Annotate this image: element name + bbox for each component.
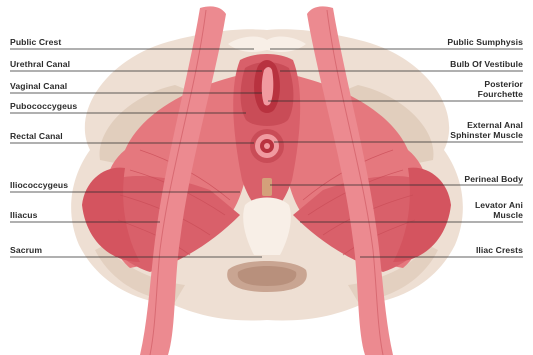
label-iliac-crests: Iliac Crests [476, 245, 523, 255]
label-posterior-fourchette-line-1: Posterior [478, 79, 523, 89]
label-pubic-crest: Public Crest [10, 37, 61, 47]
label-pubic-symphysis-line-1: Public Sumphysis [447, 37, 523, 47]
label-bulb-of-vestibule: Bulb Of Vestibule [450, 59, 523, 69]
label-external-anal-sphincter: External Anal Sphinster Muscle [450, 120, 523, 140]
label-iliococcygeus: Iliococcygeus [10, 180, 68, 190]
label-vaginal-canal: Vaginal Canal [10, 81, 67, 91]
label-perineal-body: Perineal Body [464, 174, 523, 184]
label-sacrum: Sacrum [10, 245, 42, 255]
label-posterior-fourchette-line-2: Fourchette [478, 89, 523, 99]
label-external-anal-sphincter-line-1: External Anal [450, 120, 523, 130]
label-levator-ani: Levator Ani Muscle [475, 200, 523, 220]
label-bulb-of-vestibule-line-1: Bulb Of Vestibule [450, 59, 523, 69]
label-external-anal-sphincter-line-2: Sphinster Muscle [450, 130, 523, 140]
label-iliacus: Iliacus [10, 210, 37, 220]
label-levator-ani-line-1: Levator Ani [475, 200, 523, 210]
label-rectal-canal: Rectal Canal [10, 131, 63, 141]
label-posterior-fourchette: Posterior Fourchette [478, 79, 523, 99]
label-perineal-body-line-1: Perineal Body [464, 174, 523, 184]
label-pubic-symphysis: Public Sumphysis [447, 37, 523, 47]
label-levator-ani-line-2: Muscle [475, 210, 523, 220]
label-urethral-canal: Urethral Canal [10, 59, 70, 69]
label-iliac-crests-line-1: Iliac Crests [476, 245, 523, 255]
label-pubococcygeus: Pubococcygeus [10, 101, 77, 111]
